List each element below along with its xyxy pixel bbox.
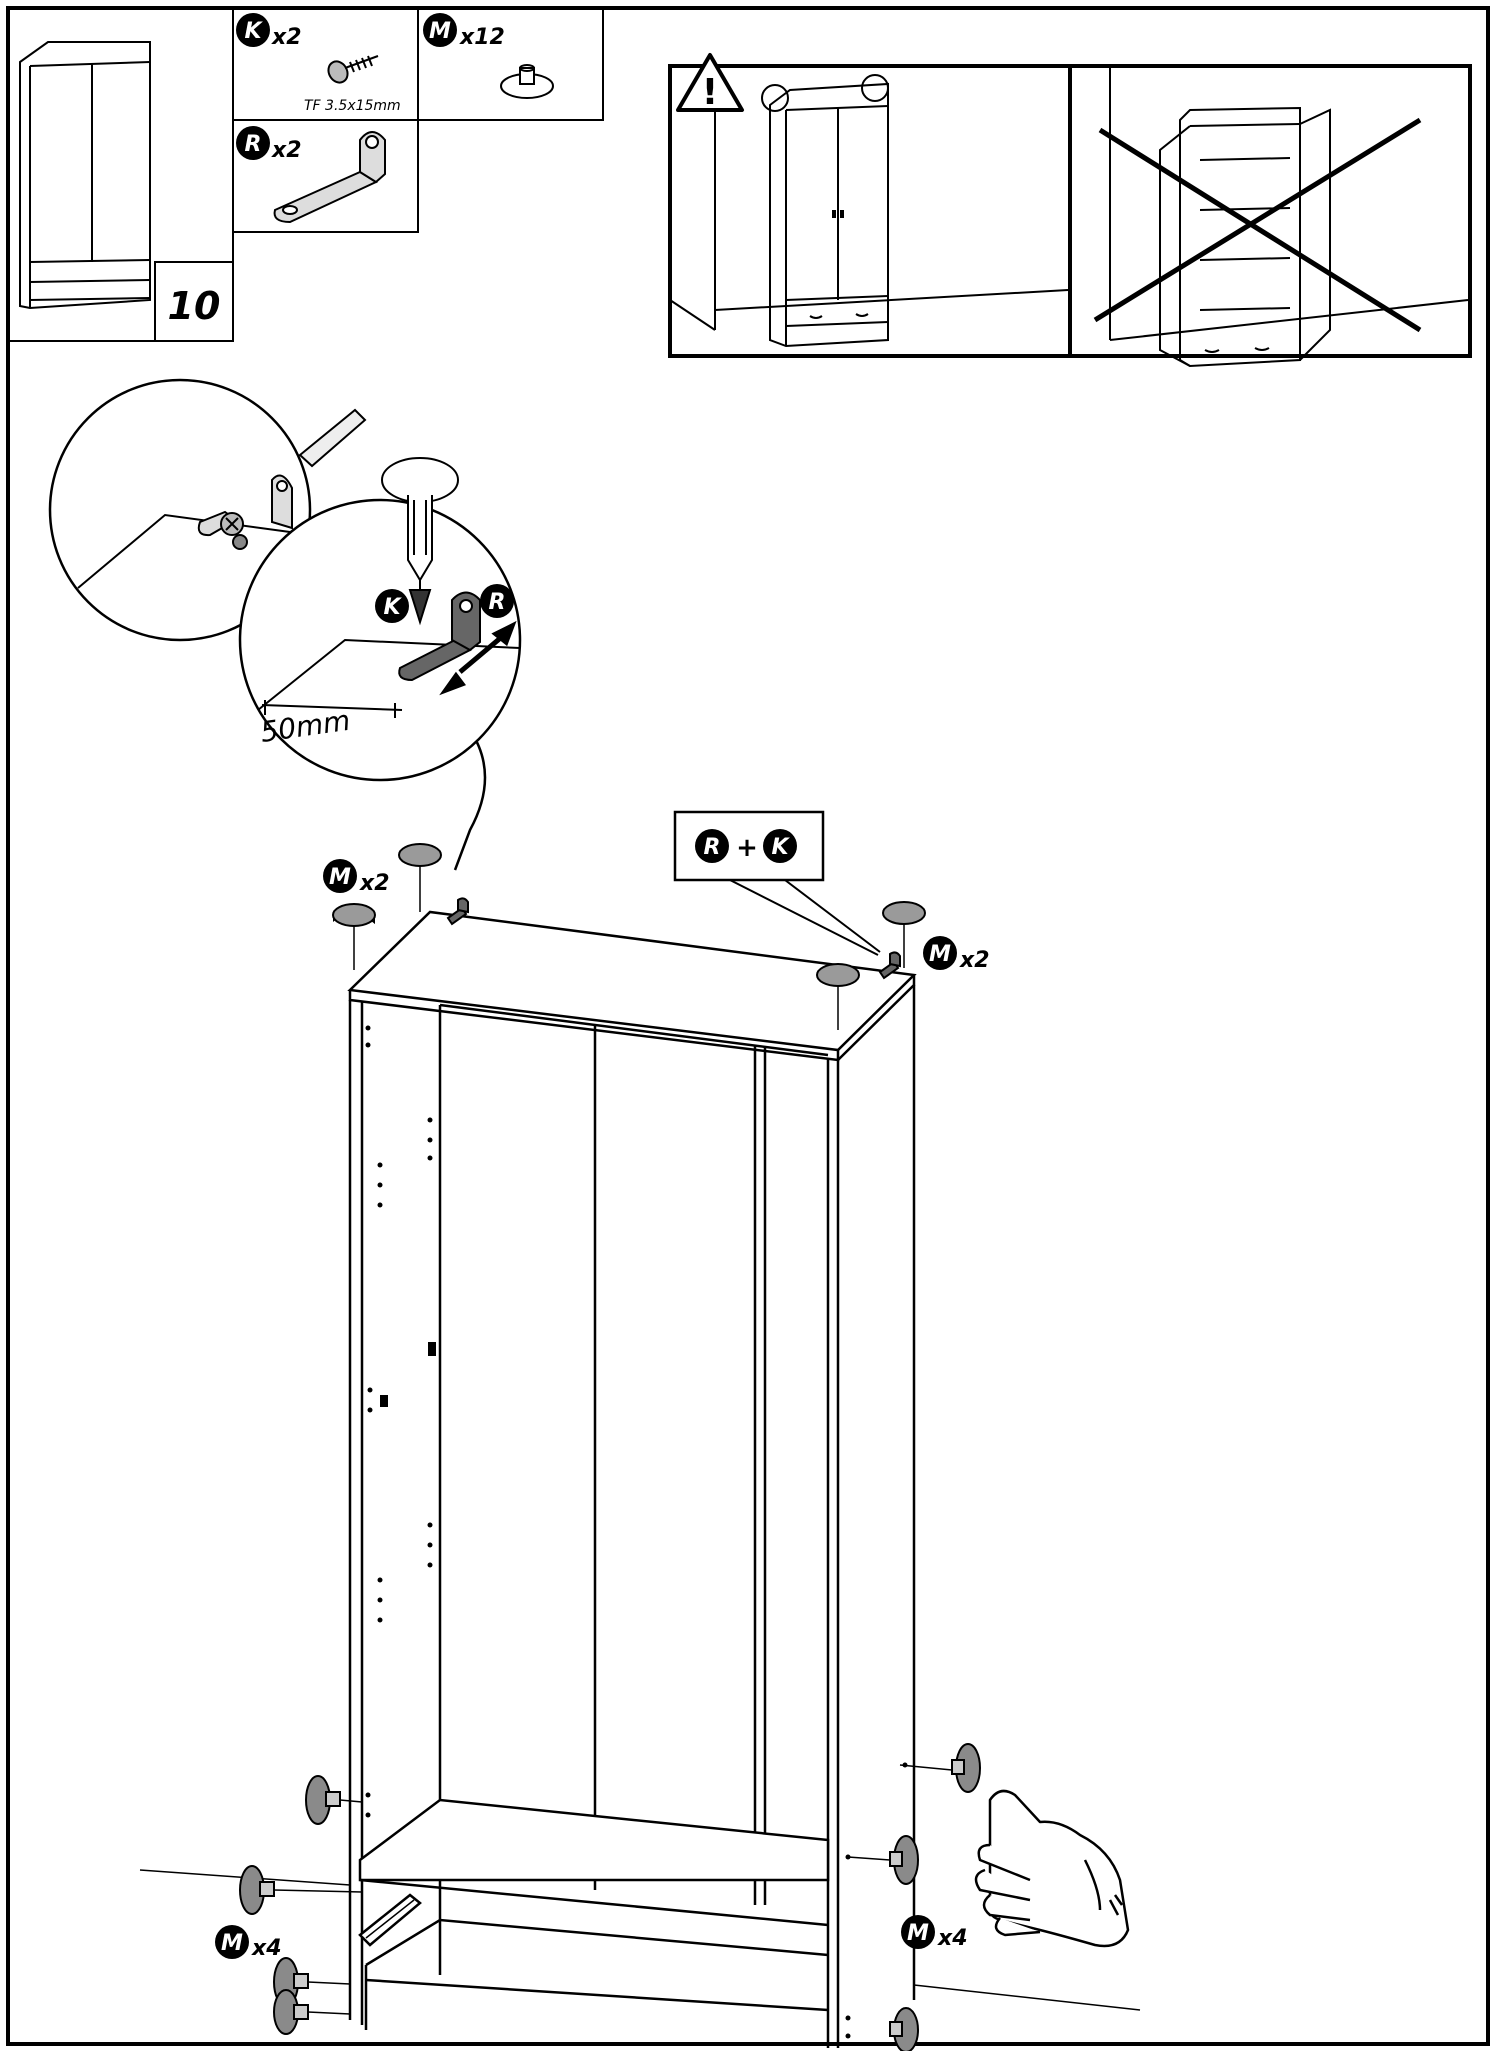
foot-glide-top-2: [398, 843, 442, 912]
part-k: K x2 TF 3.5x15mm: [236, 13, 401, 114]
parts-list: K x2 TF 3.5x15mm M x12 R x2: [232, 7, 604, 233]
cam-holes-left: [365, 1025, 433, 1818]
detail-bracket-label: R: [480, 584, 514, 618]
part-m: M x12: [423, 13, 554, 99]
foot-glide-top-1: [332, 903, 376, 970]
hinge-fittings: [380, 1342, 436, 1407]
part-k-spec: TF 3.5x15mm: [304, 98, 401, 114]
foot-glide-bottom-right-3: [889, 2007, 919, 2051]
bracket-screw-callout: R + K: [673, 810, 881, 956]
part-r: R x2: [236, 126, 386, 224]
label-feet-bottom-left: M x4: [215, 1925, 282, 1961]
callout-plus: +: [736, 833, 758, 863]
detail-screw-label: K: [375, 589, 409, 623]
label-feet-bottom-right: M x4: [901, 1915, 968, 1951]
label-feet-top-left: M x2: [323, 859, 390, 896]
prohibited-cross-icon: [1093, 117, 1422, 333]
hand-pressing-icon: [974, 1789, 1130, 1948]
label-feet-top-left-letter: M: [329, 865, 351, 890]
foot-glide-top-4: [882, 901, 926, 968]
step-thumbnail-box: 10: [7, 7, 234, 342]
wardrobe-thumbnail-icon: [19, 41, 151, 310]
label-feet-bottom-right-qty: x4: [937, 1926, 968, 1951]
part-k-qty: x2: [271, 25, 302, 50]
screw-icon: [327, 55, 379, 84]
part-r-qty: x2: [271, 138, 302, 163]
top-bracket-left-icon: [446, 897, 469, 926]
detail-bracket-letter: R: [489, 590, 506, 615]
callout-right-letter: K: [771, 835, 790, 860]
callout-left-letter: R: [704, 835, 721, 860]
incorrect-installation-panel: [1109, 66, 1469, 368]
detail-bracket-icon: [398, 591, 481, 682]
correct-installation-panel: [669, 68, 1069, 348]
detail-screw-letter: K: [383, 595, 402, 620]
wardrobe-carcass: [139, 910, 1141, 2048]
part-r-letter: R: [245, 132, 262, 157]
foot-glide-bottom-left-3: [273, 1957, 351, 2035]
label-feet-top-right-qty: x2: [959, 948, 990, 973]
foot-glide-bottom-right-2: [847, 1835, 919, 1885]
label-feet-top-left-qty: x2: [359, 871, 390, 896]
label-feet-bottom-left-qty: x4: [251, 1936, 282, 1961]
label-feet-top-right: M x2: [923, 936, 990, 973]
foot-glide-bottom-left-2: [239, 1865, 363, 1915]
foot-glide-bottom-right-1: [899, 1743, 981, 1793]
label-feet-bottom-left-letter: M: [221, 1931, 243, 1956]
angle-bracket-icon: [273, 131, 386, 224]
part-m-letter: M: [429, 19, 451, 44]
foot-glide-top-3: [816, 963, 860, 1030]
screwdriver-icon: [381, 457, 459, 610]
foot-glide-bottom-left-1: [305, 1775, 363, 1825]
direction-arrows-icon: [439, 620, 517, 696]
foot-glide-icon: [500, 64, 554, 99]
detail-circle-front: 50mm K R: [238, 457, 522, 871]
label-feet-top-right-letter: M: [929, 942, 951, 967]
top-bracket-right-icon: [878, 951, 901, 980]
warning-symbol: !: [702, 72, 718, 113]
step-number: 10: [168, 284, 221, 328]
warning-panel: !: [668, 53, 1472, 368]
label-feet-bottom-right-letter: M: [907, 1921, 929, 1946]
detail-circle-back: [48, 378, 367, 642]
part-m-qty: x12: [459, 25, 505, 50]
part-k-letter: K: [244, 19, 263, 44]
detail-screw-icon: [408, 589, 432, 626]
warning-icon: !: [676, 53, 744, 113]
